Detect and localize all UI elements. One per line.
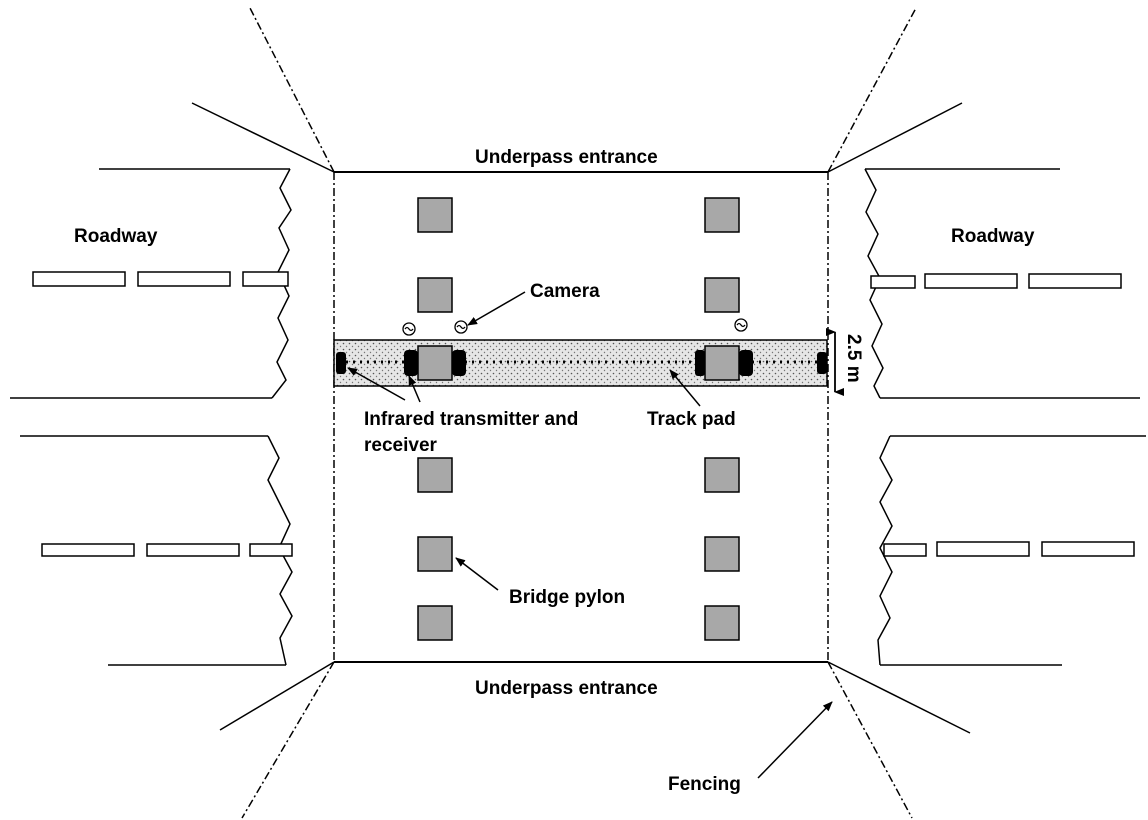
pylon — [704, 197, 740, 233]
infrared-device-icon — [739, 350, 753, 376]
pylon — [704, 345, 740, 381]
camera-icon — [454, 320, 468, 334]
infrared-label-line2: receiver — [364, 435, 438, 456]
pylon — [417, 457, 453, 493]
roadway-upper-right — [864, 168, 1140, 399]
track-pad-label: Track pad — [647, 409, 736, 430]
roadway-left-label: Roadway — [74, 226, 158, 247]
underpass-boundary — [333, 171, 829, 663]
lane-markings — [32, 271, 1135, 557]
pylon — [704, 536, 740, 572]
pylon — [417, 277, 453, 313]
pylon — [704, 457, 740, 493]
pylon — [417, 536, 453, 572]
camera-icons — [402, 318, 748, 336]
pylon — [417, 605, 453, 641]
roadway-lower-right — [877, 435, 1146, 666]
infrared-device-icon — [336, 352, 346, 374]
pylon — [704, 605, 740, 641]
infrared-device-icon — [404, 350, 418, 376]
infrared-label-line1: Infrared transmitter and — [364, 409, 578, 430]
infrared-device-icons — [336, 350, 827, 376]
infrared-device-icon — [695, 350, 705, 376]
camera-icon — [402, 322, 416, 336]
pylon — [417, 345, 453, 381]
camera-icon — [734, 318, 748, 332]
infrared-device-icon — [452, 350, 466, 376]
bridge-pylon-label: Bridge pylon — [509, 587, 625, 608]
dimension-label: 2.5 m — [843, 334, 864, 383]
wing-walls — [191, 102, 971, 734]
fencing-label: Fencing — [668, 774, 741, 795]
fencing-lines — [241, 7, 917, 819]
roadway-right-label: Roadway — [951, 226, 1035, 247]
underpass-entrance-top-label: Underpass entrance — [475, 147, 658, 168]
underpass-entrance-bottom-label: Underpass entrance — [475, 678, 658, 699]
bridge-pylons — [417, 197, 740, 641]
camera-label: Camera — [530, 281, 600, 302]
pylon — [417, 197, 453, 233]
pylon — [704, 277, 740, 313]
infrared-device-icon — [817, 352, 827, 374]
pointer-arrows — [347, 291, 833, 779]
